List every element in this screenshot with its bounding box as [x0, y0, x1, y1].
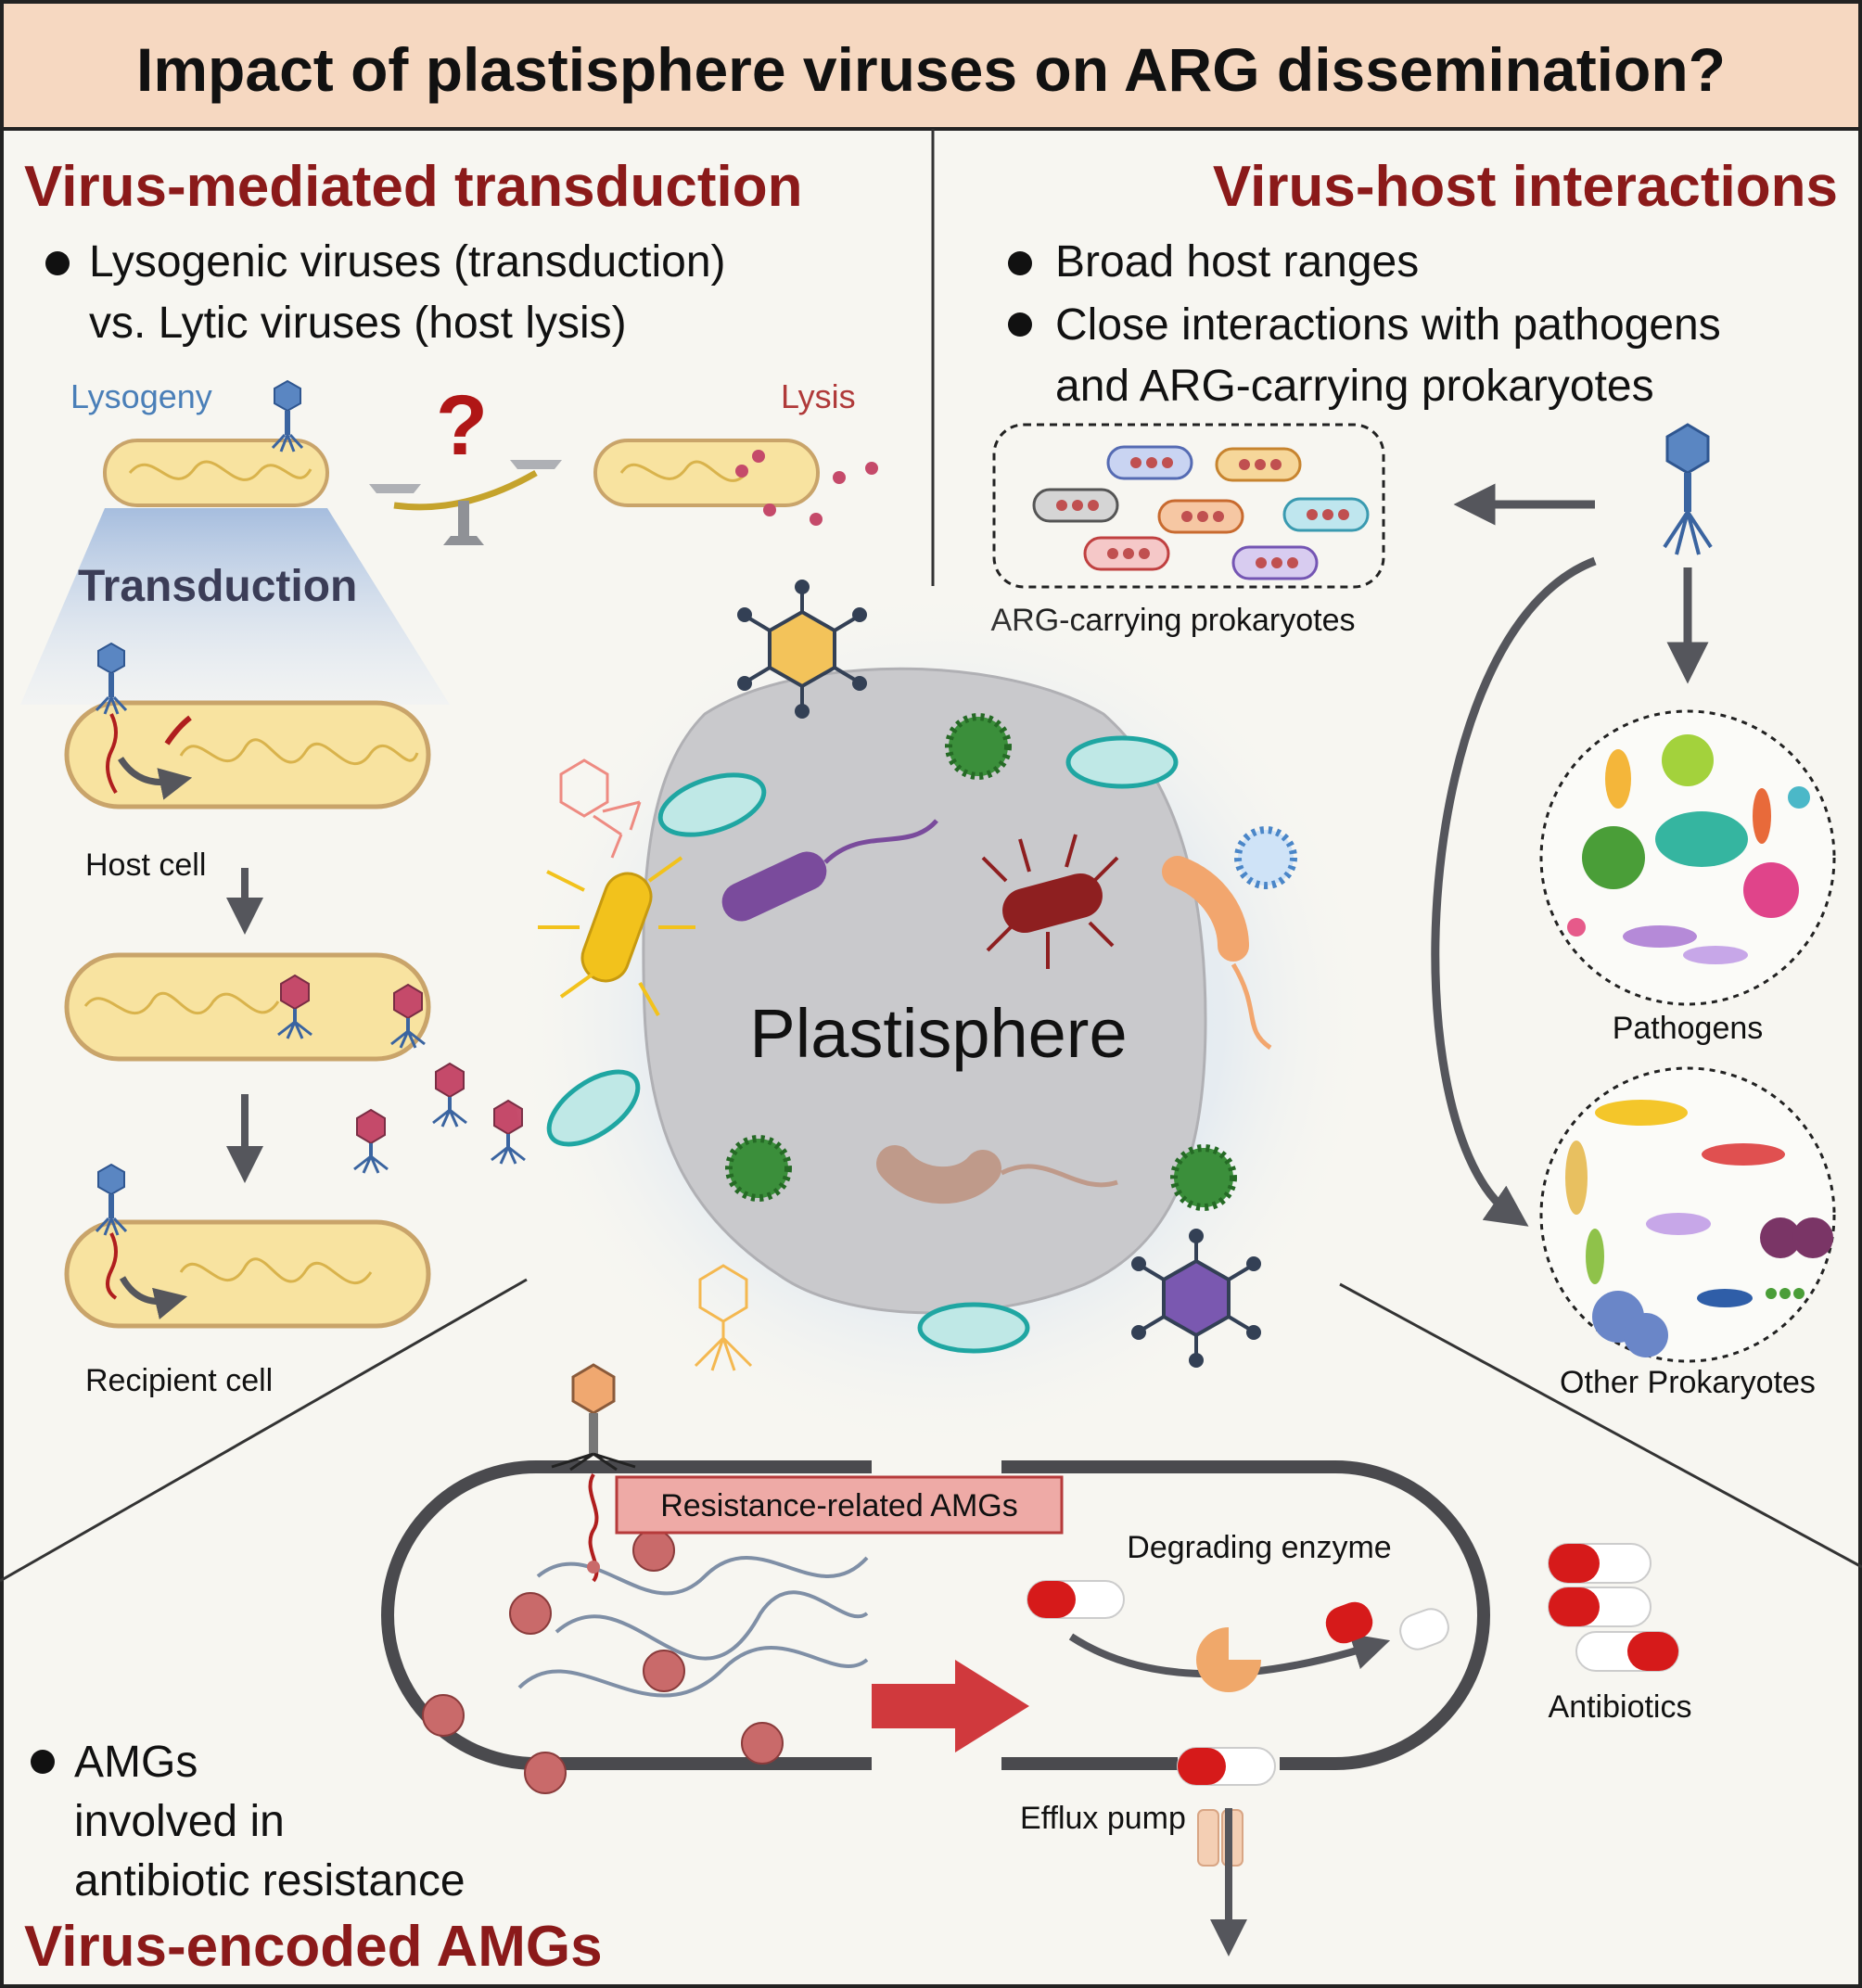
interaction-bullet-line-2: and ARG-carrying prokaryotes	[1055, 362, 1654, 411]
host-cell	[64, 642, 431, 809]
amg-bullet-line-2: involved in	[74, 1797, 285, 1846]
other-prokaryotes-label: Other Prokaryotes	[1560, 1365, 1816, 1400]
arrow-to-other-prokaryotes	[1431, 556, 1597, 1227]
phage-yellow-outline	[694, 1264, 753, 1371]
efflux-pathway	[1177, 1747, 1276, 1956]
amg-cell	[381, 1460, 1490, 1794]
enzyme-pacman	[1196, 1627, 1261, 1692]
efflux-pump	[1197, 1809, 1219, 1867]
microbe-orange-vibrio	[1162, 856, 1272, 1051]
transduction-bullet-line-1: Lysogenic viruses (transduction)	[89, 237, 726, 287]
microbe-tan-vibrio	[876, 1145, 1118, 1204]
microbe-teal-rings	[546, 735, 1179, 1354]
bullet-dot	[1008, 251, 1032, 275]
antibiotics-label: Antibiotics	[1549, 1689, 1692, 1725]
host-cell-label: Host cell	[85, 847, 206, 883]
virus-host-title: Virus-host interactions	[1213, 155, 1838, 219]
virus-icosahedral-bottom	[1131, 1229, 1261, 1368]
lysogeny-label: Lysogeny	[70, 377, 212, 415]
arg-prokaryotes-group	[992, 423, 1385, 589]
degrading-pathway	[1027, 1580, 1449, 1692]
antibiotics-capsules	[1548, 1543, 1679, 1672]
figure-title: Impact of plastisphere viruses on ARG di…	[136, 35, 1726, 104]
question-mark: ?	[436, 378, 488, 473]
lysis-cell	[593, 439, 878, 526]
divider-left-diagonal	[0, 1278, 528, 1583]
efflux-pump-label: Efflux pump	[1020, 1801, 1186, 1836]
bullet-dot	[45, 251, 70, 275]
amg-box-label: Resistance-related AMGs	[660, 1488, 1018, 1523]
amg-title: Virus-encoded AMGs	[24, 1915, 603, 1979]
pathogens-label: Pathogens	[1613, 1011, 1764, 1046]
lysogeny-cell	[103, 379, 329, 507]
expression-arrow	[872, 1660, 1029, 1752]
amg-label-box	[615, 1475, 1064, 1535]
lysis-label: Lysis	[781, 377, 856, 415]
microbe-green-cocci	[725, 713, 1237, 1211]
transduction-title: Virus-mediated transduction	[24, 155, 802, 219]
balance-scale	[369, 460, 562, 545]
interaction-bullet-line-1: Close interactions with pathogens	[1055, 300, 1721, 350]
transduction-bullet-line-2: vs. Lytic viruses (host lysis)	[89, 299, 627, 348]
microbe-purple-rod	[721, 819, 938, 922]
transduction-highlight	[20, 508, 450, 705]
host-virus	[1663, 423, 1713, 555]
pathogens-group	[1539, 709, 1836, 1006]
recipient-cell	[64, 1163, 431, 1329]
microbe-red-rod	[981, 834, 1119, 969]
recipient-cell-label: Recipient cell	[85, 1363, 273, 1398]
bullet-dot	[1008, 312, 1032, 337]
microbe-blue-coccus	[1234, 826, 1297, 889]
header-band	[4, 4, 1858, 128]
bullet-dot	[31, 1750, 55, 1774]
phage-pink-outline	[559, 758, 642, 859]
degrading-enzyme-label: Degrading enzyme	[1127, 1530, 1391, 1565]
virus-icosahedral-top	[737, 580, 867, 719]
other-prokaryotes-group	[1539, 1066, 1836, 1363]
amg-bullet-line-1: AMGs	[74, 1738, 198, 1787]
divider-right-diagonal	[1339, 1282, 1862, 1569]
microbe-yellow-rod	[538, 856, 695, 1016]
infected-cell	[64, 952, 527, 1175]
amg-bullet-line-3: antibiotic resistance	[74, 1856, 466, 1905]
host-range-bullet: Broad host ranges	[1055, 237, 1419, 287]
transduction-label: Transduction	[78, 562, 357, 611]
plastisphere-label: Plastisphere	[749, 995, 1127, 1072]
amg-phage	[551, 1363, 636, 1583]
